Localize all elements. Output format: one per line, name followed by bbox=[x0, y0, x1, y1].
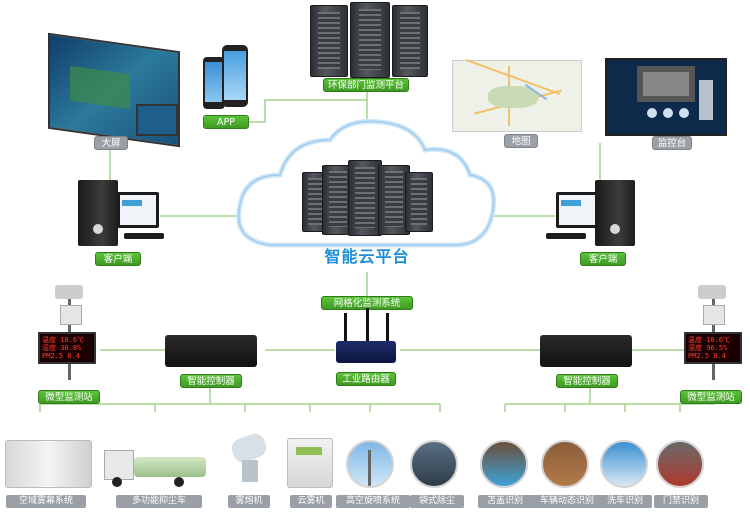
bottom-label-high-spray: 高空旋喷系统 bbox=[336, 495, 410, 508]
fog-curtain-image bbox=[5, 440, 92, 488]
client-label-right: 客户端 bbox=[580, 252, 626, 266]
dust-truck-image bbox=[104, 445, 210, 487]
router-label: 工业路由器 bbox=[336, 372, 396, 386]
fog-cannon-image bbox=[222, 432, 272, 486]
env-platform-label: 环保部门监测平台 bbox=[323, 78, 409, 92]
bag-dust-collector-image bbox=[410, 440, 458, 488]
map-label: 地图 bbox=[504, 134, 538, 148]
gate-recognition-image bbox=[656, 440, 704, 488]
monitor-screen-image bbox=[605, 58, 727, 136]
map-image bbox=[452, 58, 582, 132]
station-label-left: 微型监测站 bbox=[38, 390, 100, 404]
bottom-label-vehicle: 车辆动态识别 bbox=[530, 495, 604, 508]
cover-recognition-image bbox=[480, 440, 528, 488]
screen-label: 大屏 bbox=[94, 136, 128, 150]
controller-left bbox=[165, 335, 257, 367]
bottom-label-gate: 门禁识别 bbox=[654, 495, 708, 508]
bottom-label-fog-curtain: 空域雾幕系统 bbox=[6, 495, 86, 508]
cloud-platform-label: 智能云平台 bbox=[324, 247, 410, 266]
bottom-label-fog-cannon: 雾炮机 bbox=[228, 495, 270, 508]
app-label: APP bbox=[203, 115, 249, 129]
high-altitude-spray-image bbox=[346, 440, 394, 488]
controller-right bbox=[540, 335, 632, 367]
bottom-label-car-wash: 洗车识别 bbox=[598, 495, 652, 508]
car-wash-recognition-image bbox=[600, 440, 648, 488]
station-label-right: 微型监测站 bbox=[680, 390, 742, 404]
vehicle-recognition-image bbox=[541, 440, 589, 488]
controller-label-left: 智能控制器 bbox=[180, 374, 242, 388]
cloud-fog-machine-image bbox=[287, 438, 333, 488]
monitor-label: 监控台 bbox=[652, 136, 692, 150]
controller-label-right: 智能控制器 bbox=[556, 374, 618, 388]
client-label-left: 客户端 bbox=[95, 252, 141, 266]
bottom-label-bag-dust: 袋式除尘 bbox=[410, 495, 464, 508]
bottom-label-cloud-fog: 云雾机 bbox=[290, 495, 332, 508]
bottom-label-dust-truck: 多功能抑尘车 bbox=[116, 495, 202, 508]
bottom-label-cover: 苫盖识别 bbox=[478, 495, 532, 508]
